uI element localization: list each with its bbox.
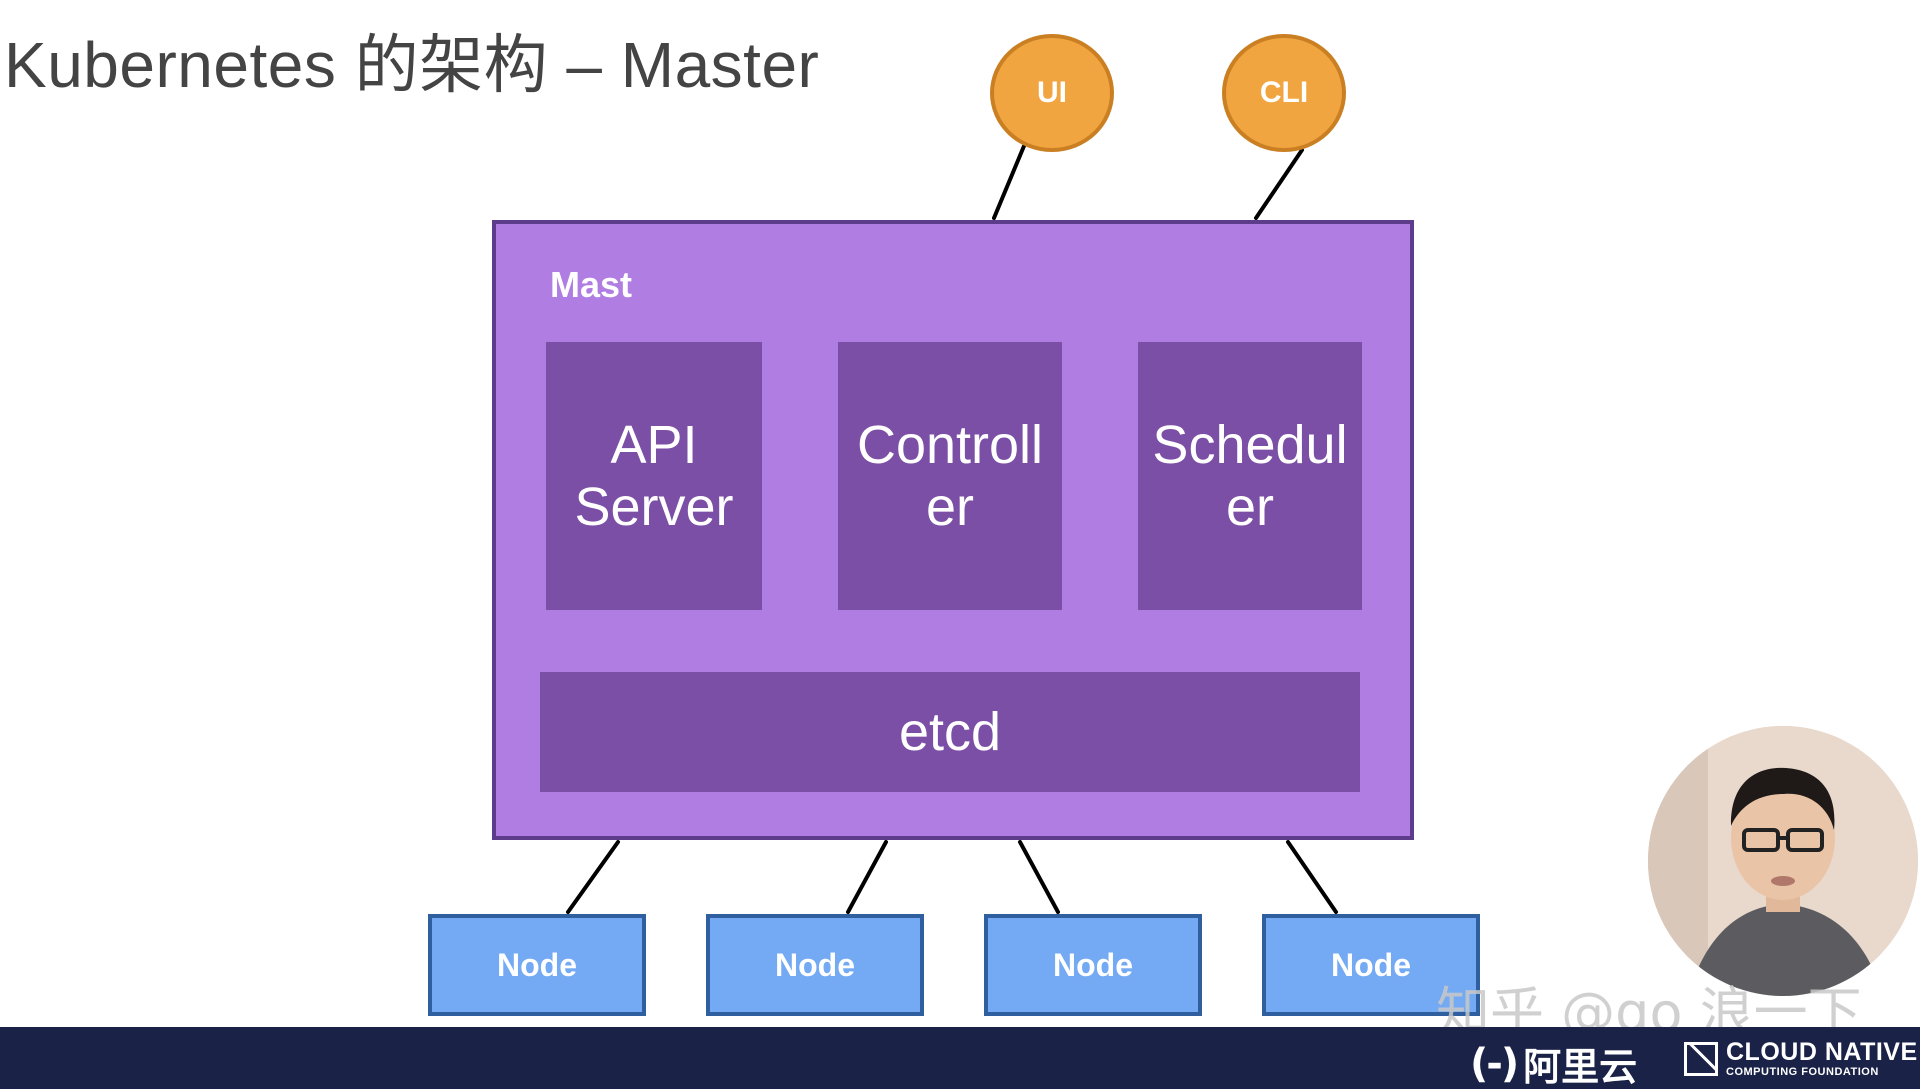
cncf-sub-text: COMPUTING FOUNDATION <box>1726 1066 1879 1078</box>
etcd-box: etcd <box>540 672 1360 792</box>
node-box-1: Node <box>428 914 646 1016</box>
cncf-logo <box>1684 1042 1718 1076</box>
api-server-box: API Server <box>546 342 762 610</box>
node-box-2: Node <box>706 914 924 1016</box>
aliyun-logo: (-) <box>1470 1040 1519 1087</box>
etcd-label: etcd <box>898 702 1002 762</box>
api-server-line1: API <box>610 415 698 475</box>
cli-client-circle: CLI <box>1222 34 1346 152</box>
node-box-4: Node <box>1262 914 1480 1016</box>
scheduler-line1: Schedul <box>1152 415 1348 475</box>
connector-node-2 <box>846 840 888 914</box>
cncf-main-text: CLOUD NATIVE <box>1726 1038 1918 1066</box>
scheduler-box: Schedul er <box>1138 342 1362 610</box>
presenter-avatar <box>1648 726 1918 996</box>
node-label: Node <box>497 946 577 983</box>
node-label: Node <box>1331 946 1411 983</box>
cli-client-label: CLI <box>1259 76 1309 109</box>
aliyun-brand: (-) 阿里云 <box>1470 1036 1637 1091</box>
ui-client-circle: UI <box>990 34 1114 152</box>
controller-line1: Controll <box>856 415 1044 475</box>
footer-bar <box>0 1027 1920 1089</box>
connector-node-4 <box>1286 840 1338 914</box>
node-label: Node <box>775 946 855 983</box>
connector-node-1 <box>566 840 620 914</box>
api-server-line2: Server <box>574 477 734 537</box>
aliyun-text: 阿里云 <box>1523 1045 1638 1089</box>
scheduler-line2: er <box>1225 477 1274 537</box>
node-box-3: Node <box>984 914 1202 1016</box>
cncf-brand: CLOUD NATIVE COMPUTING FOUNDATION <box>1684 1040 1918 1078</box>
presenter-avatar-icon <box>1648 726 1918 996</box>
controller-line2: er <box>925 477 974 537</box>
node-label: Node <box>1053 946 1133 983</box>
slide-title: Kubernetes 的架构 – Master <box>4 29 820 101</box>
ui-client-label: UI <box>1037 76 1067 109</box>
connector-ui <box>992 144 1026 220</box>
connector-node-3 <box>1018 840 1060 914</box>
master-box: Mast API Server Controll er Schedul er e… <box>492 220 1414 840</box>
controller-box: Controll er <box>838 342 1062 610</box>
connector-cli <box>1254 148 1304 220</box>
master-label: Mast <box>550 264 633 305</box>
